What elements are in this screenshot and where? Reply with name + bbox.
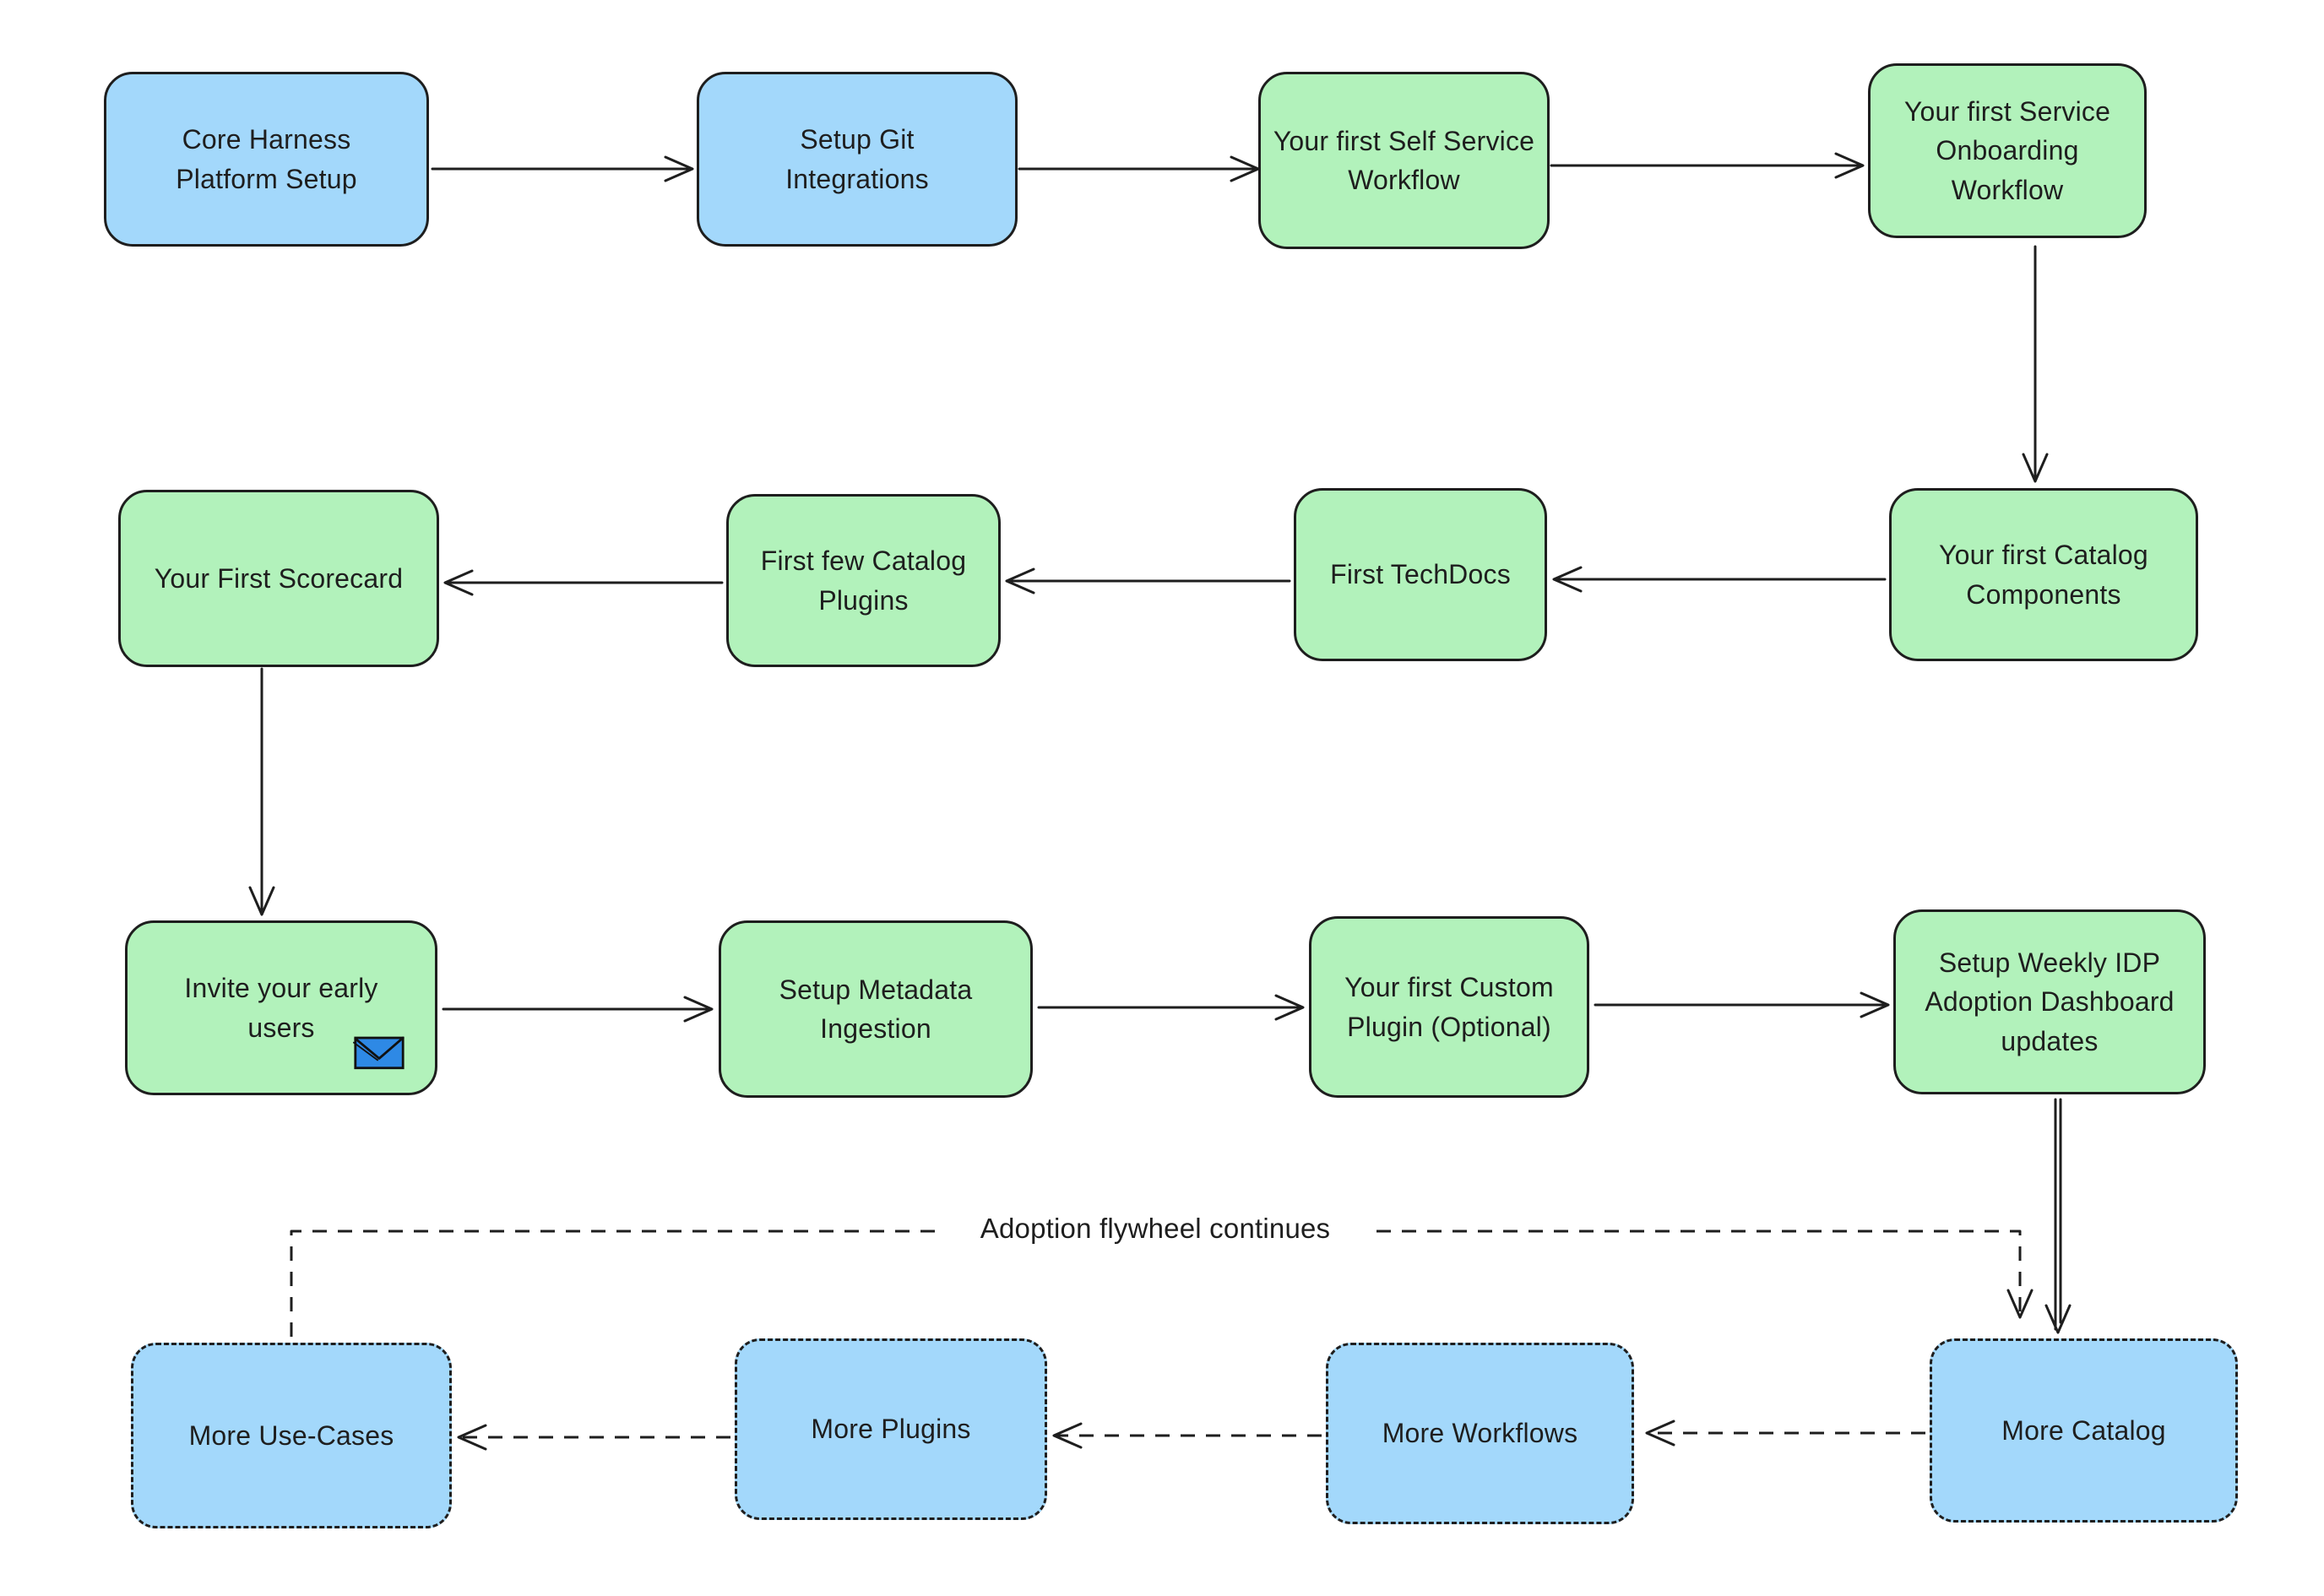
connector-onboarding-to-catalogcomponents-arrow <box>2022 245 2049 483</box>
node-label: More Use-Cases <box>188 1420 394 1451</box>
connector-catalogplugins-to-scorecard-arrow <box>443 569 724 596</box>
node-first-self-service-workflow: Your first Self Service Workflow <box>1258 72 1550 249</box>
node-label: Invite your early users <box>184 973 378 1043</box>
node-first-catalog-components: Your first Catalog Components <box>1889 488 2198 661</box>
connector-moreplugins-to-moreusecases-arrowhead <box>457 1424 487 1451</box>
node-label: Setup Weekly IDP Adoption Dashboard upda… <box>1925 947 2175 1056</box>
connector-metadata-to-customplugin-arrow <box>1037 994 1305 1021</box>
node-label: More Workflows <box>1382 1418 1578 1449</box>
node-label: More Catalog <box>2001 1414 2166 1446</box>
envelope-icon <box>353 1036 405 1070</box>
node-label: Your first Service Onboarding Workflow <box>1903 95 2111 205</box>
connector-dashboard-to-morecatalog-arrow <box>2044 1098 2072 1334</box>
connector-techdocs-to-catalogplugins-arrow <box>1005 567 1291 594</box>
node-label: Your first Catalog Components <box>1939 540 2148 610</box>
node-core-harness-platform-setup: Core Harness Platform Setup <box>104 72 429 247</box>
connector-customplugin-to-dashboard-arrow <box>1594 991 1890 1018</box>
node-first-service-onboarding-workflow: Your first Service Onboarding Workflow <box>1868 63 2147 238</box>
connector-git-to-selfservice-arrow <box>1018 155 1260 182</box>
node-invite-your-early-users: Invite your early users <box>125 920 437 1095</box>
connector-catalogcomponents-to-techdocs-arrow <box>1552 566 1887 593</box>
connector-invite-to-metadata-arrow <box>442 996 714 1023</box>
node-setup-git-integrations: Setup Git Integrations <box>697 72 1018 247</box>
flywheel-label: Adoption flywheel continues <box>936 1209 1375 1248</box>
node-setup-weekly-idp-adoption-dashboard-updates: Setup Weekly IDP Adoption Dashboard upda… <box>1893 909 2206 1094</box>
node-setup-metadata-ingestion: Setup Metadata Ingestion <box>719 920 1033 1098</box>
connector-scorecard-to-invite-arrow <box>248 667 275 916</box>
connector-morecatalog-to-moreworkflows-arrowhead <box>1645 1420 1675 1447</box>
node-first-techdocs: First TechDocs <box>1294 488 1547 661</box>
connector-selfservice-to-onboarding-arrow <box>1550 152 1865 179</box>
node-label: Core Harness Platform Setup <box>176 124 357 194</box>
node-your-first-scorecard: Your First Scorecard <box>118 490 439 667</box>
node-label: First TechDocs <box>1330 559 1511 590</box>
node-first-few-catalog-plugins: First few Catalog Plugins <box>726 494 1001 667</box>
node-label: More Plugins <box>811 1414 971 1445</box>
node-first-custom-plugin: Your first Custom Plugin (Optional) <box>1309 916 1589 1098</box>
node-label: First few Catalog Plugins <box>760 546 967 616</box>
node-more-use-cases: More Use-Cases <box>131 1343 452 1528</box>
connector-moreworkflows-to-moreplugins-arrowhead <box>1052 1422 1083 1449</box>
node-more-plugins: More Plugins <box>735 1338 1047 1520</box>
flywheel-dashed-arrowhead <box>2006 1289 2033 1319</box>
node-label: Your First Scorecard <box>154 562 404 594</box>
node-label: Your first Custom Plugin (Optional) <box>1344 972 1554 1042</box>
connector-core-to-git-arrow <box>431 155 694 182</box>
node-label: Your first Self Service Workflow <box>1273 125 1535 195</box>
node-more-workflows: More Workflows <box>1326 1343 1634 1524</box>
node-label: Setup Git Integrations <box>785 124 929 194</box>
node-label: Setup Metadata Ingestion <box>779 974 973 1044</box>
node-more-catalog: More Catalog <box>1930 1338 2238 1523</box>
